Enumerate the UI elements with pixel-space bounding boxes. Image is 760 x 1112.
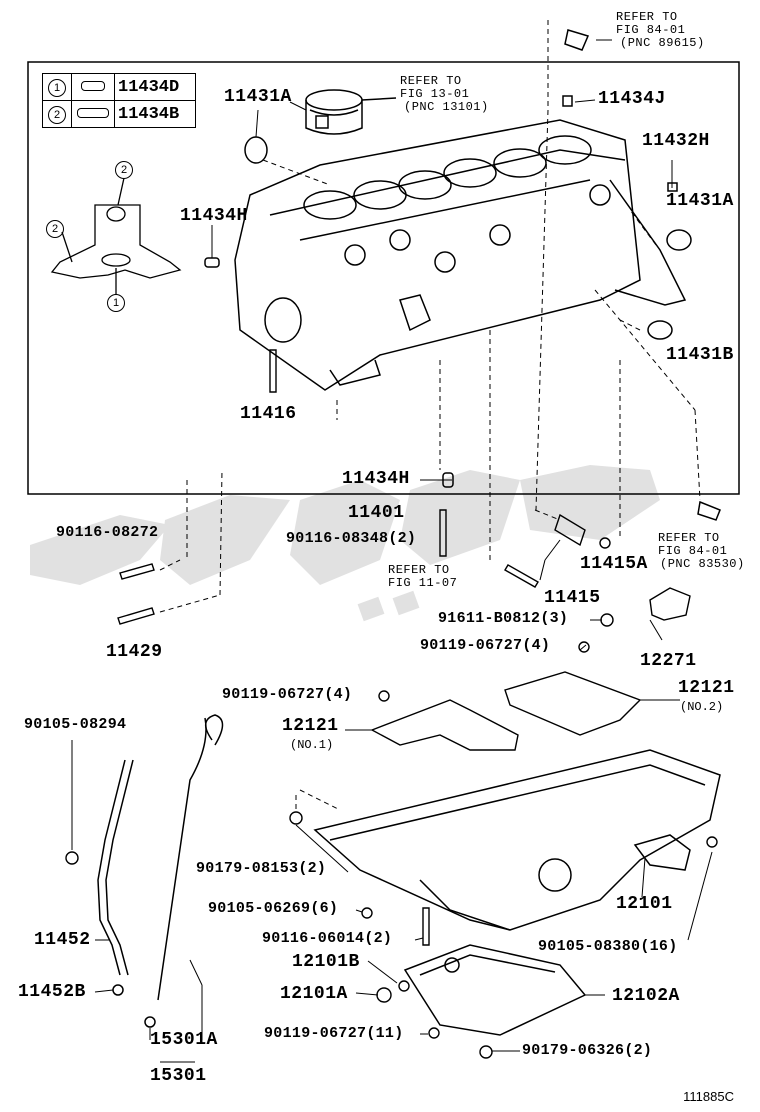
part-label: 90105-08380(16)	[538, 938, 678, 955]
part-label: 11452	[34, 930, 91, 950]
legend-row: 2 11434B	[42, 100, 196, 128]
part-label: 90119-06727(11)	[264, 1025, 404, 1042]
part-label: 11416	[240, 404, 297, 424]
reference-note: (PNC 83530)	[660, 557, 745, 571]
reference-note: (PNC 13101)	[404, 100, 489, 114]
piston	[305, 89, 397, 135]
part-sublabel: (NO.1)	[290, 738, 334, 752]
bearing-cap-sketch	[50, 177, 182, 295]
reference-note: REFER TO	[400, 74, 462, 88]
part-label: 12101A	[280, 984, 348, 1004]
plug-short-icon	[81, 81, 105, 91]
legend-part: 11434D	[114, 73, 196, 101]
part-label: 90105-08294	[24, 716, 127, 733]
part-label: 11434H	[180, 206, 248, 226]
reference-note: (PNC 89615)	[620, 36, 705, 50]
drawing-code: 111885C	[683, 1089, 734, 1104]
reference-note: REFER TO	[658, 531, 720, 545]
part-label: 12121	[282, 716, 339, 736]
part-label: 90105-06269(6)	[208, 900, 339, 917]
oil-pan	[313, 749, 721, 931]
callout-circle-1: 1	[107, 294, 125, 312]
part-label: 12101	[616, 894, 673, 914]
reference-note: FIG 84-01	[658, 544, 728, 558]
part-label: 11431A	[666, 191, 734, 211]
part-label: 12271	[640, 651, 697, 671]
part-label: 12102A	[612, 986, 680, 1006]
reference-note: FIG 13-01	[400, 87, 470, 101]
reference-note: REFER TO	[616, 10, 678, 24]
block-frame	[27, 61, 740, 495]
stiffeners	[370, 671, 642, 751]
studs	[65, 349, 718, 1059]
leader-lines	[71, 39, 713, 1063]
part-label: 15301	[150, 1066, 207, 1086]
dashed-lines	[159, 20, 701, 812]
legend-row: 1 11434D	[42, 73, 196, 101]
reference-note: FIG 84-01	[616, 23, 686, 37]
cylinder-block	[234, 119, 687, 391]
part-label: 11432H	[642, 131, 710, 151]
callout-circle-2: 2	[46, 220, 64, 238]
reference-note: REFER TO	[388, 563, 450, 577]
part-label: 12101B	[292, 952, 360, 972]
circle-index: 1	[48, 78, 66, 97]
plug-long-icon	[77, 108, 109, 118]
part-label: 11415A	[580, 554, 648, 574]
part-label: 11431A	[224, 87, 292, 107]
lower-oil-pan	[403, 944, 587, 1036]
part-label: 11429	[106, 642, 163, 662]
part-label: 90116-08272	[56, 524, 159, 541]
seals	[204, 29, 721, 521]
part-label: 11415	[544, 588, 601, 608]
reference-note: FIG 11-07	[388, 576, 458, 590]
part-label: 90179-06326(2)	[522, 1042, 653, 1059]
part-label: 90179-08153(2)	[196, 860, 327, 877]
part-label: 90119-06727(4)	[222, 686, 353, 703]
part-label: 11434J	[598, 89, 666, 109]
part-sublabel: (NO.2)	[680, 700, 724, 714]
part-label: 90116-08348(2)	[286, 530, 417, 547]
part-label: 12121	[678, 678, 735, 698]
callout-circle-2: 2	[115, 161, 133, 179]
legend-part: 11434B	[114, 100, 196, 128]
dipstick	[97, 714, 224, 1028]
part-label: 11434H	[342, 469, 410, 489]
legend-table: 1 11434D 2 11434B	[42, 73, 196, 128]
part-label: 90116-06014(2)	[262, 930, 393, 947]
knock-bracket	[649, 587, 691, 621]
part-label: 15301A	[150, 1030, 218, 1050]
circle-index: 2	[48, 105, 66, 124]
part-label: 11431B	[666, 345, 734, 365]
part-label: 91611-B0812(3)	[438, 610, 569, 627]
part-label: 11401	[348, 503, 405, 523]
part-label: 11452B	[18, 982, 86, 1002]
part-label: 90119-06727(4)	[420, 637, 551, 654]
